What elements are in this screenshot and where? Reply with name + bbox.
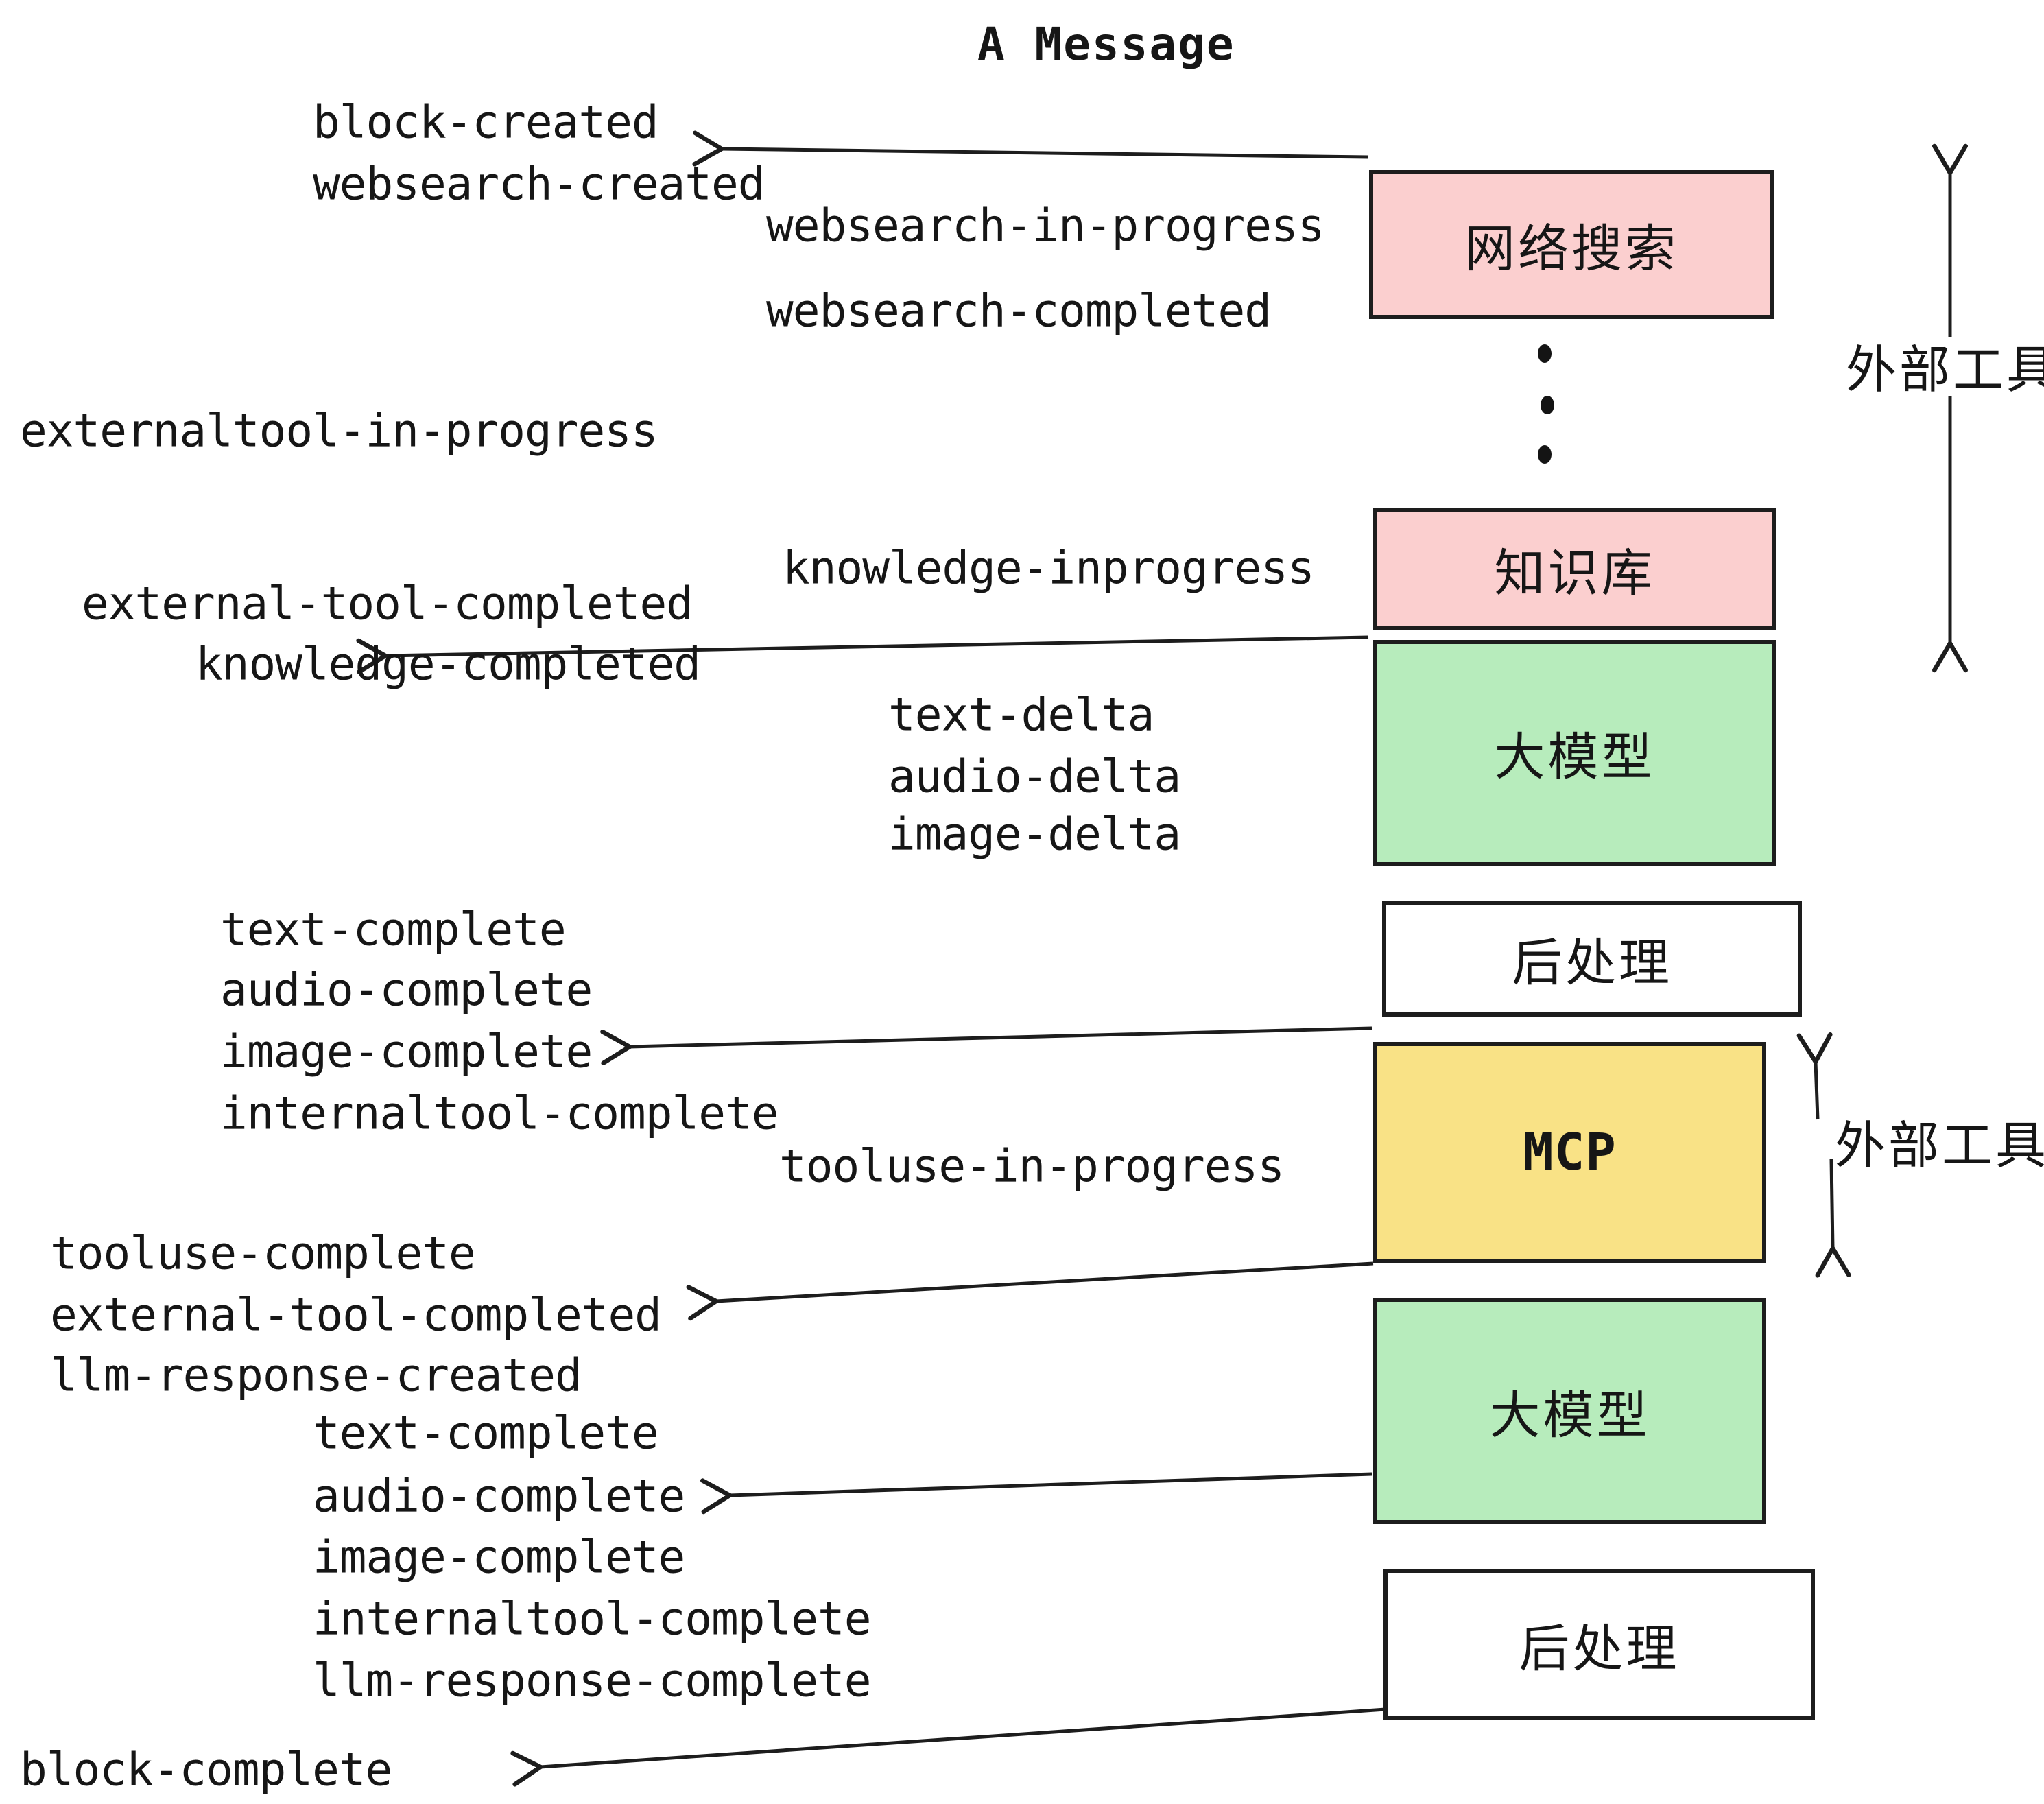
event-tooluse-in-progress: tooluse-in-progress: [779, 1139, 1285, 1193]
box-post-process-1: 后处理: [1382, 901, 1802, 1017]
side-label-external-tools-2: 外部工具: [1835, 1116, 2044, 1176]
event-websearch-completed: websearch-completed: [766, 284, 1272, 337]
event-text-complete-1: text-complete: [220, 903, 567, 956]
box-llm-1-label: 大模型: [1494, 728, 1655, 787]
box-web-search-label: 网络搜索: [1464, 219, 1678, 278]
event-image-complete-2: image-complete: [313, 1530, 685, 1584]
box-post-process-2: 后处理: [1383, 1569, 1815, 1720]
event-websearch-created: websearch-created: [313, 157, 765, 211]
event-llm-response-complete: llm-response-complete: [313, 1654, 871, 1707]
event-knowledge-completed: knowledge-completed: [195, 637, 701, 691]
event-external-tool-completed-2: external-tool-completed: [50, 1288, 662, 1342]
event-knowledge-inprogress: knowledge-inprogress: [783, 541, 1315, 595]
arrow-postprocess2-to-block-complete: [510, 1707, 1386, 1787]
side-label-external-tools-1: 外部工具: [1846, 340, 2044, 400]
event-external-tool-completed: external-tool-completed: [82, 577, 693, 630]
arrow-knowledge-to-knowledge-completed: [356, 635, 1369, 674]
event-internaltool-complete-2: internaltool-complete: [313, 1592, 871, 1646]
box-llm-1: 大模型: [1373, 640, 1776, 866]
event-llm-response-created: llm-response-created: [50, 1349, 582, 1402]
event-text-complete-2: text-complete: [313, 1406, 659, 1460]
external-tools-down-arrow-2: [1815, 1159, 1851, 1278]
ellipsis-dot: [1538, 445, 1552, 464]
ellipsis-dot: [1538, 344, 1552, 363]
arrow-websearch-to-block-created: [692, 130, 1369, 167]
box-mcp-label: MCP: [1523, 1123, 1617, 1182]
arrow-llm2-to-audio-complete: [700, 1472, 1372, 1515]
event-audio-complete-1: audio-complete: [220, 963, 593, 1017]
event-text-delta-1: text-delta: [888, 688, 1154, 741]
event-block-complete: block-complete: [20, 1743, 392, 1796]
arrow-mcp-to-external-tool-completed: [686, 1261, 1374, 1321]
box-knowledge-base: 知识库: [1373, 508, 1776, 630]
ellipsis-dot: [1541, 396, 1554, 414]
arrow-postprocess1-to-image-complete: [600, 1026, 1372, 1065]
diagram-title: A Message: [977, 18, 1235, 71]
event-externaltool-in-progress: externaltool-in-progress: [20, 404, 658, 458]
event-block-created: block-created: [313, 95, 659, 149]
event-image-complete-1: image-complete: [220, 1025, 593, 1078]
event-audio-complete-2: audio-complete: [313, 1469, 685, 1523]
event-internaltool-complete-1: internaltool-complete: [220, 1087, 779, 1140]
box-web-search: 网络搜索: [1369, 170, 1774, 319]
event-audio-delta-1: audio-delta: [888, 750, 1181, 803]
box-llm-2-label: 大模型: [1489, 1386, 1650, 1445]
event-image-delta-1: image-delta: [888, 807, 1181, 861]
box-post-process-1-label: 后处理: [1512, 934, 1672, 993]
box-post-process-2-label: 后处理: [1519, 1619, 1680, 1678]
event-websearch-in-progress: websearch-in-progress: [766, 199, 1324, 252]
box-mcp: MCP: [1373, 1042, 1766, 1263]
external-tools-up-arrow-2: [1796, 1032, 1833, 1120]
event-tooluse-complete: tooluse-complete: [50, 1226, 476, 1280]
box-llm-2: 大模型: [1373, 1298, 1766, 1524]
box-knowledge-base-label: 知识库: [1494, 544, 1655, 603]
